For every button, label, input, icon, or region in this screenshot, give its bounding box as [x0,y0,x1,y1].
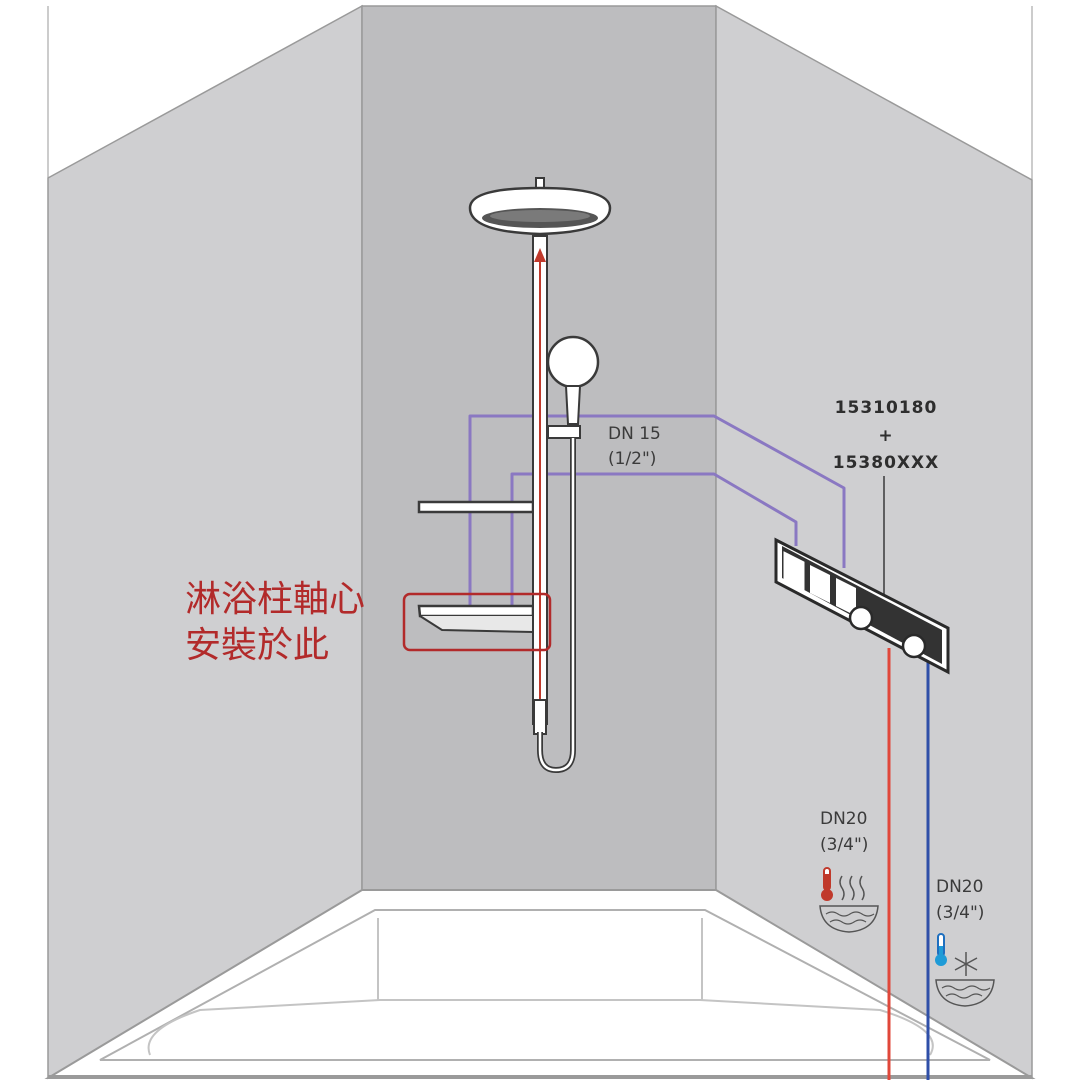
hot-supply-size-label: DN20 [820,809,868,829]
panel-knob-2 [901,633,927,659]
thermostat-control-panel [774,537,950,675]
hand-shower [537,335,600,774]
shower-supply-pipes [468,414,846,622]
bathtub [44,889,1036,1079]
shower-supply-inch-label: (1/2") [608,449,657,469]
shower-supply-pipe-inner [510,472,798,622]
annotation-highlight-box [402,592,552,652]
shower-supply-pipe-outer [468,414,846,622]
panel-button-3 [836,578,856,616]
panel-knob-1 [848,605,874,631]
model-number-top: 15310180 [834,398,938,418]
cold-supply-inch-label: (3/4") [936,903,985,923]
hot-supply-inch-label: (3/4") [820,835,869,855]
thermometer-hot-water-icon [819,867,879,933]
install-annotation: 淋浴柱軸心 安裝於此 [185,577,365,669]
overhead-shower-head [468,177,612,236]
panel-button-2 [810,565,830,603]
shelf-upper [417,500,535,514]
thermometer-cold-water-icon [935,933,995,1007]
model-number-bottom: 15380XXX [832,453,940,473]
shower-supply-size-label: DN 15 [608,424,661,444]
cold-supply-size-label: DN20 [936,877,984,897]
shower-column [532,235,548,735]
model-number-plus: + [878,426,894,446]
panel-button-1 [783,551,805,591]
install-annotation-line-1: 淋浴柱軸心 [185,579,366,620]
snowflake-icon [954,952,978,976]
install-annotation-line-2: 安裝於此 [185,625,330,666]
